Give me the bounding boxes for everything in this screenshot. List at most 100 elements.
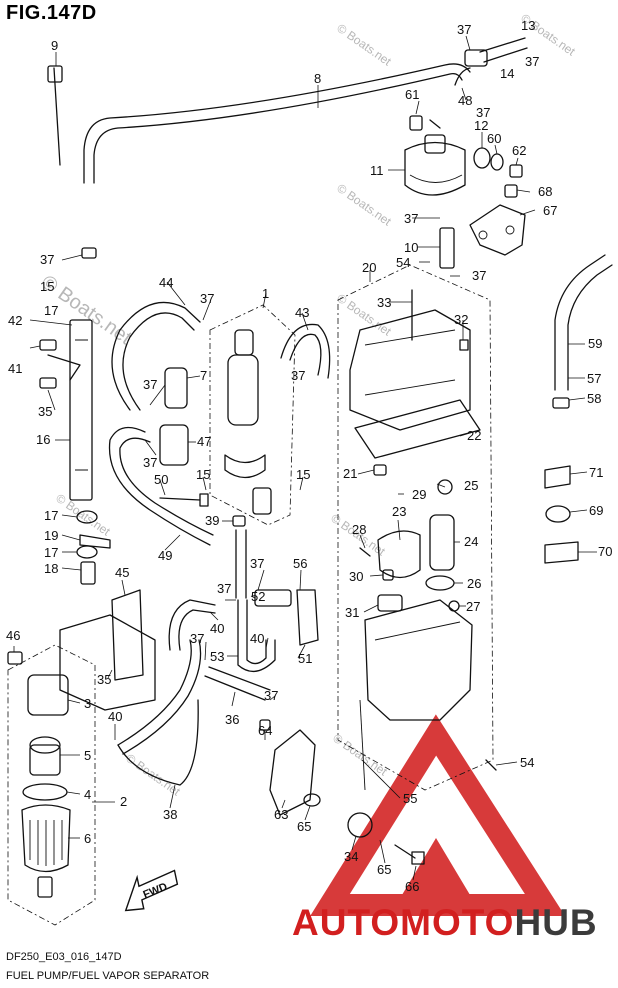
callout-50: 50 [154, 472, 168, 487]
watermark: © Boats.net [123, 751, 183, 799]
callout-16: 16 [36, 432, 50, 447]
callout-64: 64 [258, 723, 272, 738]
callout-29: 29 [412, 487, 426, 502]
callout-54: 54 [520, 755, 534, 770]
callout-49: 49 [158, 548, 172, 563]
callout-47: 47 [197, 434, 211, 449]
callout-45: 45 [115, 565, 129, 580]
callout-65: 65 [297, 819, 311, 834]
callout-15: 15 [40, 279, 54, 294]
callout-69: 69 [589, 503, 603, 518]
section-title: FUEL PUMP/FUEL VAPOR SEPARATOR [6, 970, 210, 982]
callout-labels: 9 8 37 13 14 37 48 37 61 12 60 62 11 68 … [6, 18, 612, 894]
callout-37: 37 [476, 105, 490, 120]
callout-17: 17 [44, 303, 58, 318]
callout-40: 40 [108, 709, 122, 724]
callout-17: 17 [44, 508, 58, 523]
callout-37: 37 [291, 368, 305, 383]
callout-8: 8 [314, 71, 321, 86]
callout-70: 70 [598, 544, 612, 559]
watermarks: © Boats.net © Boats.net © Boats.net © Bo… [37, 11, 578, 799]
callout-37: 37 [404, 211, 418, 226]
callout-37: 37 [264, 688, 278, 703]
model-code: DF250_E03_016_147D [6, 951, 122, 963]
fwd-arrow: FWD [124, 869, 179, 912]
callout-18: 18 [44, 561, 58, 576]
callout-37: 37 [200, 291, 214, 306]
callout-11: 11 [370, 163, 384, 178]
callout-46: 46 [6, 628, 20, 643]
callout-41: 41 [8, 361, 22, 376]
callout-48: 48 [458, 93, 472, 108]
callout-51: 51 [298, 651, 312, 666]
callout-40: 40 [210, 621, 224, 636]
callout-37: 37 [217, 581, 231, 596]
callout-32: 32 [454, 312, 468, 327]
callout-65: 65 [377, 862, 391, 877]
callout-27: 27 [466, 599, 480, 614]
callout-1: 1 [262, 286, 269, 301]
callout-37: 37 [250, 556, 264, 571]
callout-62: 62 [512, 143, 526, 158]
figure-title: FIG.147D [6, 2, 97, 24]
callout-40: 40 [250, 631, 264, 646]
callout-35: 35 [97, 672, 111, 687]
callout-3: 3 [84, 696, 91, 711]
callout-6: 6 [84, 831, 91, 846]
callout-25: 25 [464, 478, 478, 493]
callout-71: 71 [589, 465, 603, 480]
callout-58: 58 [587, 391, 601, 406]
callout-22: 22 [467, 428, 481, 443]
callout-26: 26 [467, 576, 481, 591]
callout-7: 7 [200, 368, 207, 383]
watermark: © Boats.net [334, 181, 394, 229]
callout-24: 24 [464, 534, 478, 549]
callout-15: 15 [196, 467, 210, 482]
parts [7, 49, 579, 926]
callout-13: 13 [521, 18, 535, 33]
callout-34: 34 [344, 849, 358, 864]
hoses [83, 37, 613, 786]
callout-38: 38 [163, 807, 177, 822]
callout-57: 57 [587, 371, 601, 386]
callout-37: 37 [190, 631, 204, 646]
callout-61: 61 [405, 87, 419, 102]
callout-15: 15 [296, 467, 310, 482]
callout-35: 35 [38, 404, 52, 419]
callout-36: 36 [225, 712, 239, 727]
callout-42: 42 [8, 313, 22, 328]
watermark: © Boats.net [334, 21, 394, 69]
callout-37: 37 [143, 455, 157, 470]
callout-5: 5 [84, 748, 91, 763]
callout-23: 23 [392, 504, 406, 519]
callout-2: 2 [120, 794, 127, 809]
callout-44: 44 [159, 275, 173, 290]
callout-37: 37 [525, 54, 539, 69]
callout-30: 30 [349, 569, 363, 584]
callout-19: 19 [44, 528, 58, 543]
callout-37: 37 [40, 252, 54, 267]
leader-lines [13, 35, 597, 881]
callout-55: 55 [403, 791, 417, 806]
callout-66: 66 [405, 879, 419, 894]
callout-52: 52 [251, 589, 265, 604]
callout-63: 63 [274, 807, 288, 822]
callout-53: 53 [210, 649, 224, 664]
callout-37: 37 [472, 268, 486, 283]
callout-12: 12 [474, 118, 488, 133]
callout-59: 59 [588, 336, 602, 351]
watermark: © Boats.net [330, 731, 390, 779]
callout-4: 4 [84, 787, 91, 802]
brand-wordmark-part-b: HUB [514, 902, 598, 943]
callout-31: 31 [345, 605, 359, 620]
callout-14: 14 [500, 66, 514, 81]
callout-28: 28 [352, 522, 366, 537]
callout-39: 39 [205, 513, 219, 528]
callout-33: 33 [377, 295, 391, 310]
callout-37: 37 [143, 377, 157, 392]
callout-21: 21 [343, 466, 357, 481]
callout-54: 54 [396, 255, 410, 270]
callout-43: 43 [295, 305, 309, 320]
